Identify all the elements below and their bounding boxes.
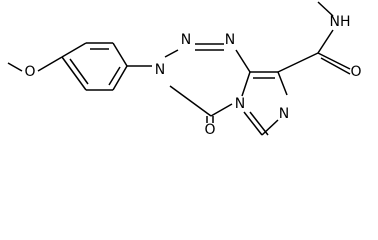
o-aryl-bond	[37, 56, 63, 72]
c-nh-bond	[317, 29, 334, 54]
carboxamide-group	[277, 1, 351, 75]
bridgehead-nitrogen-label: N	[235, 96, 245, 112]
c-c-fused-bond	[241, 71, 251, 97]
imid-double-2	[249, 111, 269, 136]
phenyl-bond-1	[61, 42, 87, 58]
aryl-nitrogen-label: N	[155, 62, 165, 78]
phenyl-double-3	[69, 58, 89, 85]
n-c-bond	[235, 49, 251, 73]
phenyl-ring	[61, 42, 152, 91]
triazine-n2-label: N	[181, 32, 191, 48]
c-o-bond	[317, 52, 351, 70]
molecule-drawing: O N N N O N N NH O	[7, 1, 362, 138]
imid-bond-2	[277, 71, 288, 96]
n-carbonyl-bond	[210, 103, 233, 117]
imid-bond-3	[261, 119, 279, 136]
c-o-double	[320, 57, 351, 75]
carbonyl-oxygen-label: O	[204, 122, 215, 138]
imid-bond-4	[243, 111, 263, 136]
amide-nh-label: NH	[330, 14, 351, 30]
c-amide-bond	[277, 52, 319, 73]
triazinone-ring	[164, 43, 251, 123]
imidazole-nitrogen-label: N	[279, 106, 289, 122]
phenyl-bond-3	[112, 42, 128, 67]
amide-oxygen-label: O	[350, 64, 361, 80]
methoxy-group	[7, 56, 63, 72]
phenyl-bond-6	[61, 56, 87, 91]
triazine-n3-label: N	[225, 32, 235, 48]
methyl-o-bond	[7, 62, 23, 72]
n-n-bond	[164, 49, 179, 58]
carbonyl-n-bond	[169, 85, 212, 117]
methoxy-oxygen-label: O	[24, 64, 35, 80]
nh-methyl-bond	[317, 1, 334, 17]
phenyl-double-2	[108, 66, 121, 86]
imidazole-ring	[243, 71, 288, 136]
phenyl-bond-4	[112, 65, 128, 91]
structure-diagram: O N N N O N N NH O	[7, 1, 362, 138]
